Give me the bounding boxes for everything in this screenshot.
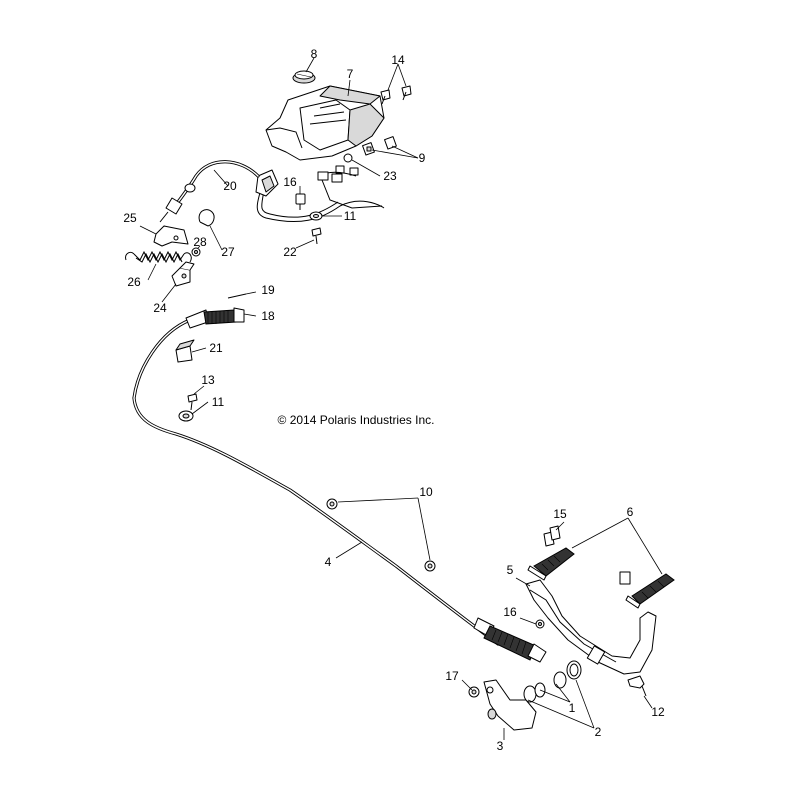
callout-3: 3: [497, 739, 504, 753]
callout-1: 1: [569, 701, 576, 715]
nut-part-28: [191, 247, 201, 257]
callout-11-lower: 11: [212, 395, 225, 409]
connector-part-16-top: [295, 193, 306, 210]
ring-part-2: [566, 660, 582, 680]
housing-part-7: [265, 85, 385, 161]
clip-part-9: [362, 136, 397, 156]
screw-part-14: [380, 85, 412, 105]
bolt-part-13: [187, 393, 198, 411]
callout-2: 2: [595, 725, 602, 739]
callout-21: 21: [209, 341, 223, 355]
spring-part-26: [125, 250, 192, 264]
pedal-arm-part-5: [525, 579, 657, 675]
callout-13: 13: [201, 373, 215, 387]
connector-part-23: [335, 153, 359, 176]
callout-9: 9: [419, 151, 426, 165]
callout-10: 10: [419, 485, 433, 499]
callout-4: 4: [325, 555, 332, 569]
callout-19: 19: [261, 283, 275, 297]
callout-20: 20: [223, 179, 237, 193]
callout-26: 26: [127, 275, 141, 289]
copyright-text: © 2014 Polaris Industries Inc.: [278, 413, 435, 427]
callout-11-top: 11: [344, 209, 357, 223]
leader-lines: [139, 57, 663, 740]
cable-part-4: [132, 318, 500, 646]
callout-25: 25: [123, 211, 137, 225]
callout-16-top: 16: [283, 175, 297, 189]
bushing-part-15: [543, 525, 631, 585]
bracket-part-24: [171, 261, 195, 287]
clip-part-11-lower: [178, 410, 194, 422]
callout-27: 27: [221, 245, 235, 259]
callout-22: 22: [283, 245, 297, 259]
foot-pad-part-6: [527, 547, 675, 609]
clamp-part-27: [198, 209, 215, 227]
callout-28: 28: [193, 235, 207, 249]
clip-part-11-top: [309, 211, 323, 221]
callout-labels: 8 7 14 9 23 16 11 22 20 27 25 28 26 24 1…: [123, 47, 665, 753]
callout-17: 17: [445, 669, 459, 683]
ring-part-1: [523, 671, 567, 703]
cap-part-8: [292, 70, 316, 84]
pin-part-19: [227, 293, 247, 299]
callout-16-lower: 16: [503, 605, 517, 619]
cable-part-20: [159, 160, 260, 223]
callout-8: 8: [311, 47, 318, 61]
callout-24: 24: [153, 301, 167, 315]
bolt-part-12: [627, 675, 647, 697]
clip-part-21: [175, 339, 195, 363]
callout-18: 18: [261, 309, 275, 323]
sleeve-lower: [473, 617, 547, 663]
plate-part-3: [483, 679, 537, 731]
callout-12: 12: [651, 705, 665, 719]
callout-5: 5: [507, 563, 514, 577]
bolt-part-22: [311, 227, 322, 245]
callout-23: 23: [383, 169, 397, 183]
clip-part-10: [326, 498, 436, 572]
callout-7: 7: [347, 67, 354, 81]
callout-15: 15: [553, 507, 567, 521]
nut-part-16-lower: [535, 619, 545, 629]
bracket-part-25: [153, 225, 189, 247]
callout-14: 14: [391, 53, 405, 67]
sleeve-part-18: [185, 307, 245, 329]
wire-harness: [255, 169, 385, 223]
callout-6: 6: [627, 505, 634, 519]
